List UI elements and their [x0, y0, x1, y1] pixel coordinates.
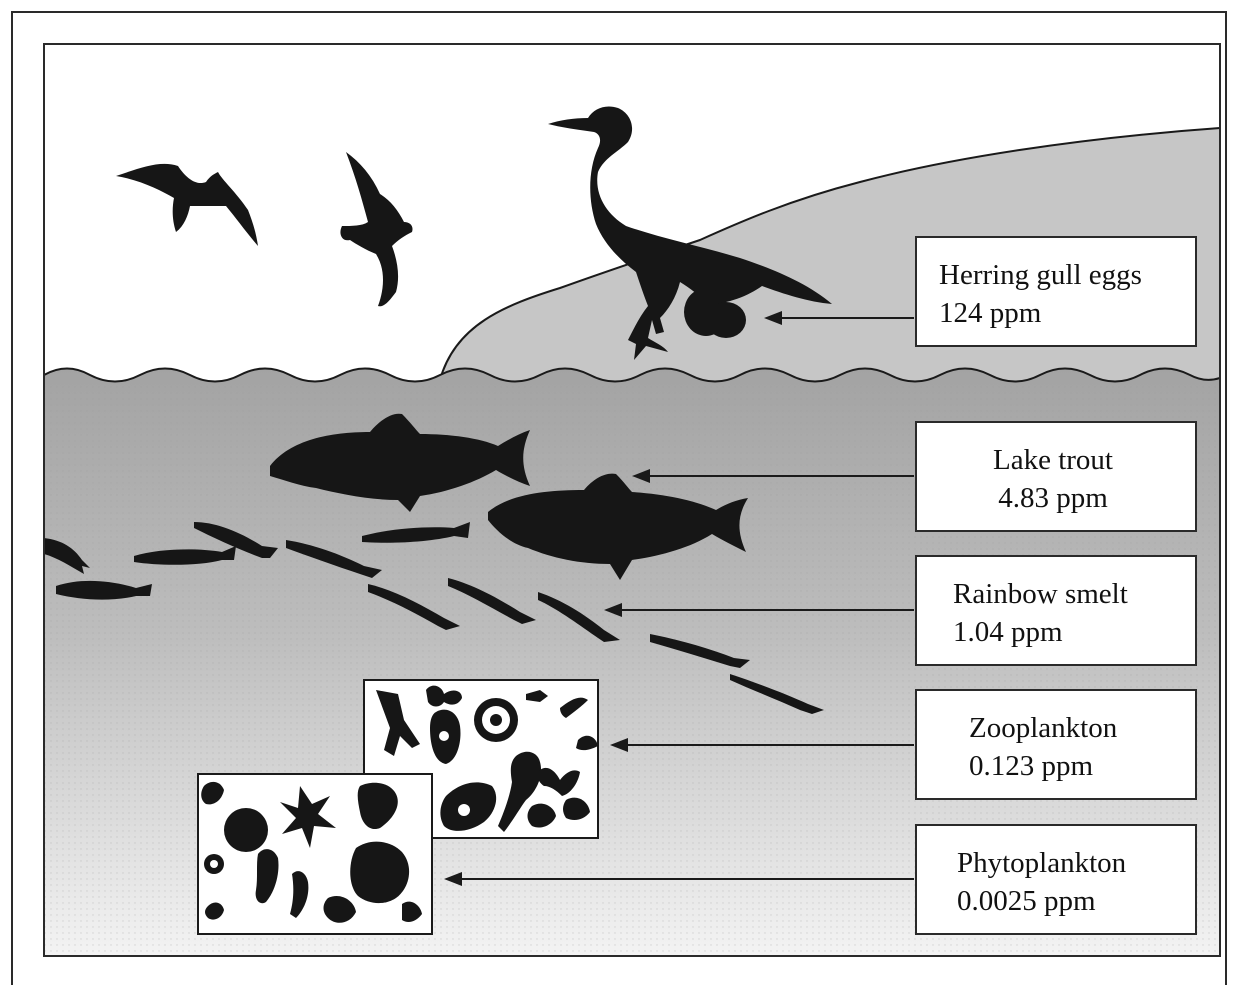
- concentration-value: 0.0025 ppm: [957, 885, 1096, 917]
- herring-gull: [548, 106, 832, 360]
- rainbow-smelt-school: [44, 522, 824, 714]
- label-herring-gull-eggs: Herring gull eggs 124 ppm: [915, 236, 1197, 347]
- label-rainbow-smelt: Rainbow smelt 1.04 ppm: [915, 555, 1197, 666]
- gull-egg: [706, 302, 746, 338]
- phytoplankton-inset: [197, 773, 433, 935]
- concentration-value: 0.123 ppm: [969, 750, 1094, 782]
- concentration-value: 4.83 ppm: [998, 482, 1108, 514]
- concentration-value: 124 ppm: [939, 297, 1042, 329]
- flying-gull-1: [116, 163, 258, 246]
- label-zooplankton: Zooplankton 0.123 ppm: [915, 689, 1197, 800]
- organism-name: Zooplankton: [969, 712, 1118, 744]
- flying-gull-2: [340, 152, 413, 307]
- label-lake-trout: Lake trout 4.83 ppm: [915, 421, 1197, 532]
- lake-trout: [270, 413, 748, 580]
- organism-name: Phytoplankton: [957, 847, 1127, 879]
- organism-name: Herring gull eggs: [939, 259, 1142, 291]
- arrows: [444, 311, 914, 886]
- outer-frame: [11, 11, 1227, 985]
- label-phytoplankton: Phytoplankton 0.0025 ppm: [915, 824, 1197, 935]
- organism-name: Rainbow smelt: [953, 578, 1128, 610]
- organism-name: Lake trout: [993, 444, 1113, 476]
- concentration-value: 1.04 ppm: [953, 616, 1063, 648]
- inner-frame: [43, 43, 1221, 957]
